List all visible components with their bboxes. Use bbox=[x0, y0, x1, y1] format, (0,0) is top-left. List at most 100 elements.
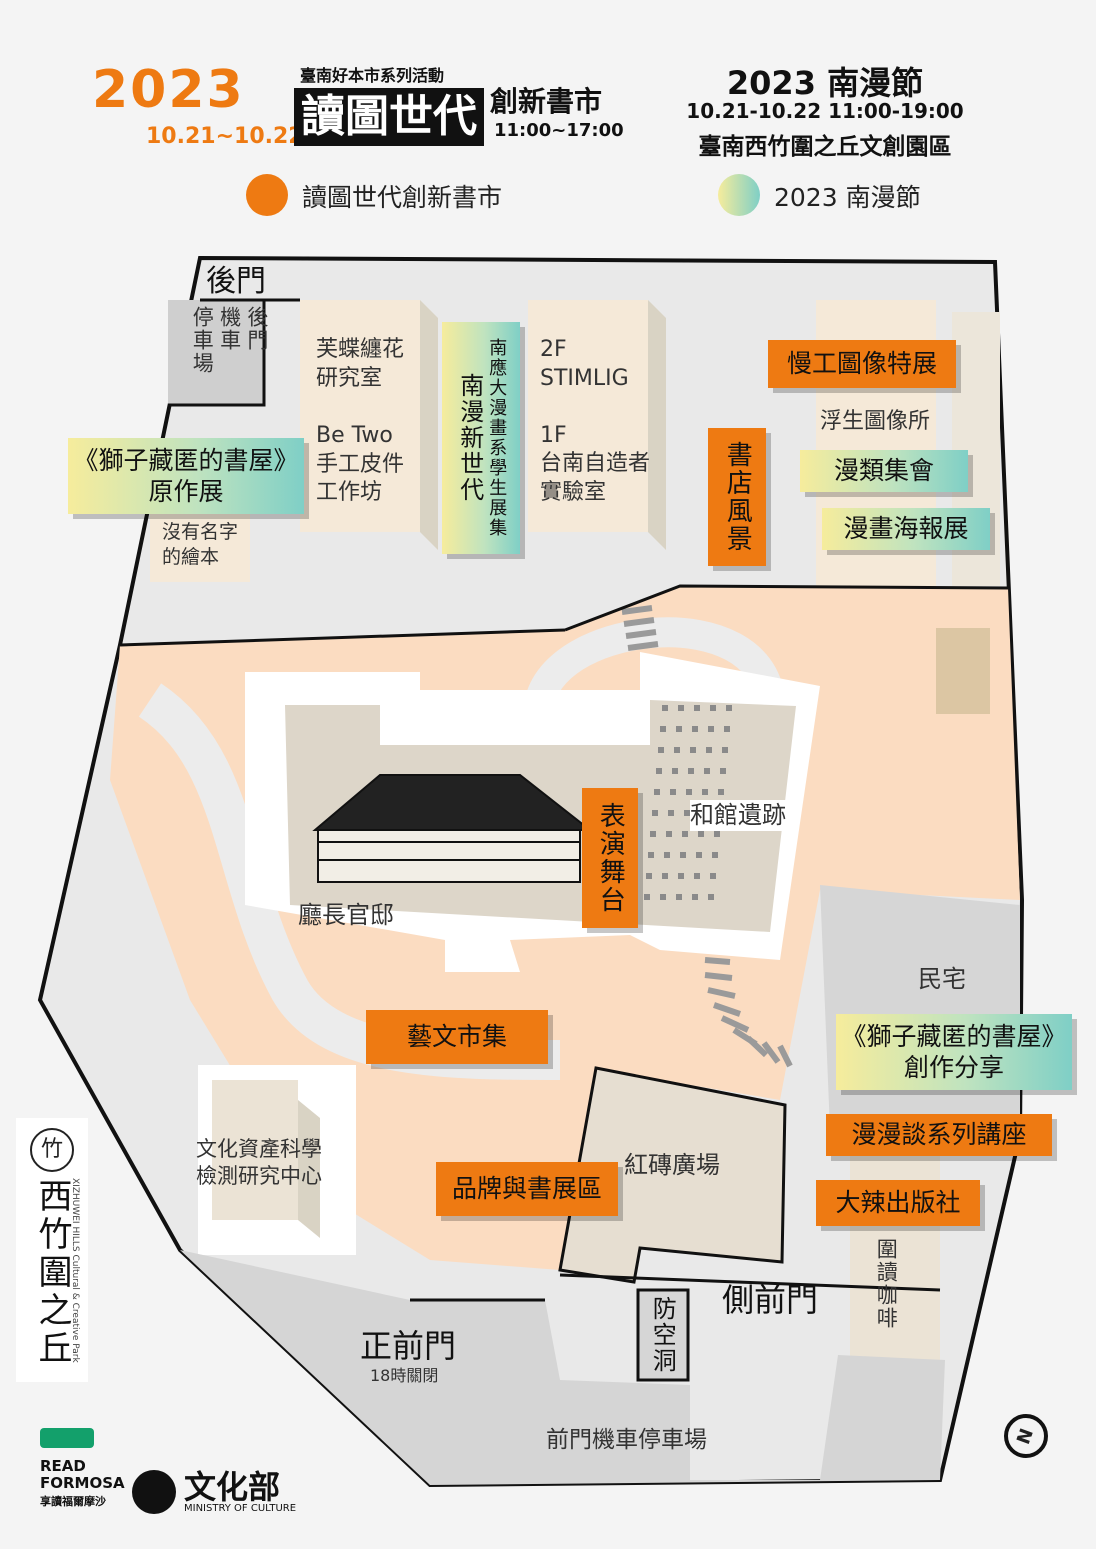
header-market-hours: 11:00~17:00 bbox=[494, 120, 624, 141]
ruin-dot bbox=[674, 747, 680, 753]
lecture-tag[interactable]: 漫漫談系列講座 bbox=[826, 1114, 1052, 1156]
ruin-dot bbox=[710, 873, 716, 879]
nanman-new-tag[interactable]: 南漫新世代 南應大漫畫系學生展集 bbox=[442, 322, 520, 554]
publisher-tag[interactable]: 大辣出版社 bbox=[816, 1180, 980, 1226]
residence-label: 廳長官邸 bbox=[298, 901, 394, 929]
bldg-air-raid bbox=[636, 1288, 690, 1382]
ruin-dot bbox=[676, 894, 682, 900]
legend-market-label: 讀圖世代創新書市 bbox=[302, 183, 503, 212]
ruin-dot bbox=[714, 831, 720, 837]
ruin-dot bbox=[652, 810, 658, 816]
festival-title-text: 2023 南漫節 bbox=[726, 64, 924, 102]
ruin-dot bbox=[682, 831, 688, 837]
side-front-gate-label: 側前門 bbox=[722, 1281, 819, 1319]
brand-books-tag[interactable]: 品牌與書展區 bbox=[436, 1162, 618, 1216]
back-parking-label: 後門 機車 停車場 bbox=[190, 306, 269, 375]
stage-tag[interactable]: 表演舞台 bbox=[582, 788, 638, 928]
ruin-dot bbox=[702, 789, 708, 795]
ruin-dot bbox=[644, 894, 650, 900]
ruin-dot bbox=[670, 789, 676, 795]
park-logo: 竹 西竹圍之丘 XIZHUWEI HILLS Cultural & Creati… bbox=[16, 1118, 88, 1382]
bldg-science bbox=[212, 1080, 298, 1220]
festival-venue: 臺南西竹圍之丘文創園區 bbox=[698, 134, 952, 160]
ruin-dot bbox=[662, 705, 668, 711]
header-date-range: 10.21~10.22 bbox=[146, 124, 304, 149]
wakan-label: 和館遺跡 bbox=[690, 800, 786, 832]
bldg-stimlig bbox=[528, 300, 648, 532]
ministry-name: 文化部 bbox=[184, 1467, 281, 1506]
ruin-dot bbox=[724, 726, 730, 732]
ministry-emblem bbox=[132, 1470, 176, 1514]
arts-market-tag[interactable]: 藝文市集 bbox=[366, 1010, 548, 1064]
bookstore-tag[interactable]: 書店風景 bbox=[708, 428, 766, 566]
ruin-dot bbox=[720, 768, 726, 774]
nanman-new-sub: 南應大漫畫系學生展集 bbox=[486, 338, 508, 538]
ruin-dot bbox=[646, 873, 652, 879]
air-raid-label: 防空洞 bbox=[648, 1296, 677, 1374]
legend-festival-dot bbox=[718, 174, 760, 216]
ruin-dot bbox=[660, 726, 666, 732]
bldg-picturebook bbox=[150, 510, 250, 582]
ruin-dot bbox=[650, 831, 656, 837]
ruin-dot bbox=[662, 873, 668, 879]
nanman-new-title: 南漫新世代 bbox=[455, 373, 484, 503]
ruin-dot bbox=[706, 747, 712, 753]
ruin-dot bbox=[712, 852, 718, 858]
bldg-parking-back bbox=[168, 300, 264, 405]
stairs-top bbox=[621, 605, 659, 651]
ruin-dot bbox=[694, 873, 700, 879]
ruin-dot bbox=[722, 747, 728, 753]
slow-work-tag[interactable]: 慢工圖像特展 bbox=[768, 340, 956, 388]
readformosa-logo: READ FORMOSA 享讀福爾摩沙 bbox=[40, 1428, 125, 1509]
ruin-dot bbox=[678, 705, 684, 711]
wakan-dots bbox=[644, 705, 732, 900]
ruin-dot bbox=[686, 789, 692, 795]
ruin-dot bbox=[708, 726, 714, 732]
festival-title: 2023 南漫節 bbox=[700, 58, 950, 104]
ruin-dot bbox=[676, 726, 682, 732]
readformosa-text: READ FORMOSA bbox=[40, 1457, 125, 1493]
park-name-en: XIZHUWEI HILLS Cultural & Creative Park bbox=[70, 1178, 80, 1363]
ruin-dot bbox=[688, 768, 694, 774]
ruin-dot bbox=[718, 789, 724, 795]
front-parking-label: 前門機車停車場 bbox=[546, 1427, 707, 1453]
compass-letter: N bbox=[1013, 1425, 1039, 1447]
front-gate-label: 正前門 bbox=[360, 1327, 457, 1365]
park-emblem: 竹 bbox=[30, 1128, 74, 1172]
ruin-dot bbox=[710, 705, 716, 711]
picturebook-label: 沒有名字 的繪本 bbox=[162, 521, 239, 568]
stimlig-label: 2F STIMLIG 1F 台南自造者 實驗室 bbox=[540, 337, 651, 505]
garden-path-2 bbox=[525, 617, 785, 706]
furong-label: 芙蝶纏花 研究室 bbox=[316, 337, 405, 391]
ruin-dot bbox=[658, 747, 664, 753]
ruin-dot bbox=[656, 768, 662, 774]
festival-time: 10.21-10.22 11:00-19:00 bbox=[686, 99, 964, 123]
ruin-dot bbox=[690, 747, 696, 753]
legend-festival-label: 2023 南漫節 bbox=[774, 183, 921, 212]
lion-exhibit-tag[interactable]: 《獅子藏匿的書屋》 原作展 bbox=[68, 438, 304, 514]
poster-exhibit-tag[interactable]: 漫畫海報展 bbox=[822, 508, 990, 550]
comic-meet-tag[interactable]: 漫類集會 bbox=[800, 450, 968, 492]
ruin-dot bbox=[696, 852, 702, 858]
park-name: 西竹圍之丘 bbox=[32, 1178, 72, 1368]
header-series: 臺南好本市系列活動 bbox=[300, 66, 445, 85]
ruin-dot bbox=[684, 810, 690, 816]
header-logo-title: 讀圖世代 bbox=[294, 88, 484, 146]
science-center-label: 文化資產科學 檢測研究中心 bbox=[196, 1137, 322, 1189]
bldg-small-tan bbox=[936, 628, 990, 714]
redbrick-label: 紅磚廣場 bbox=[624, 1151, 720, 1179]
legend-market-dot bbox=[246, 174, 288, 216]
ruin-dot bbox=[678, 873, 684, 879]
ministry-en: MINISTRY OF CULTURE bbox=[184, 1502, 297, 1514]
ruin-dot bbox=[694, 705, 700, 711]
readformosa-icon bbox=[40, 1428, 94, 1448]
minzhai-area bbox=[820, 885, 1020, 1140]
header-year: 2023 bbox=[92, 60, 245, 120]
lion-share-tag[interactable]: 《獅子藏匿的書屋》 創作分享 bbox=[836, 1014, 1072, 1090]
ruin-dot bbox=[654, 789, 660, 795]
back-gate-label: 後門 bbox=[206, 264, 266, 299]
side-gate-line bbox=[559, 1273, 941, 1292]
ministry-logo: 文化部 MINISTRY OF CULTURE bbox=[132, 1470, 296, 1514]
ruin-dot bbox=[692, 894, 698, 900]
